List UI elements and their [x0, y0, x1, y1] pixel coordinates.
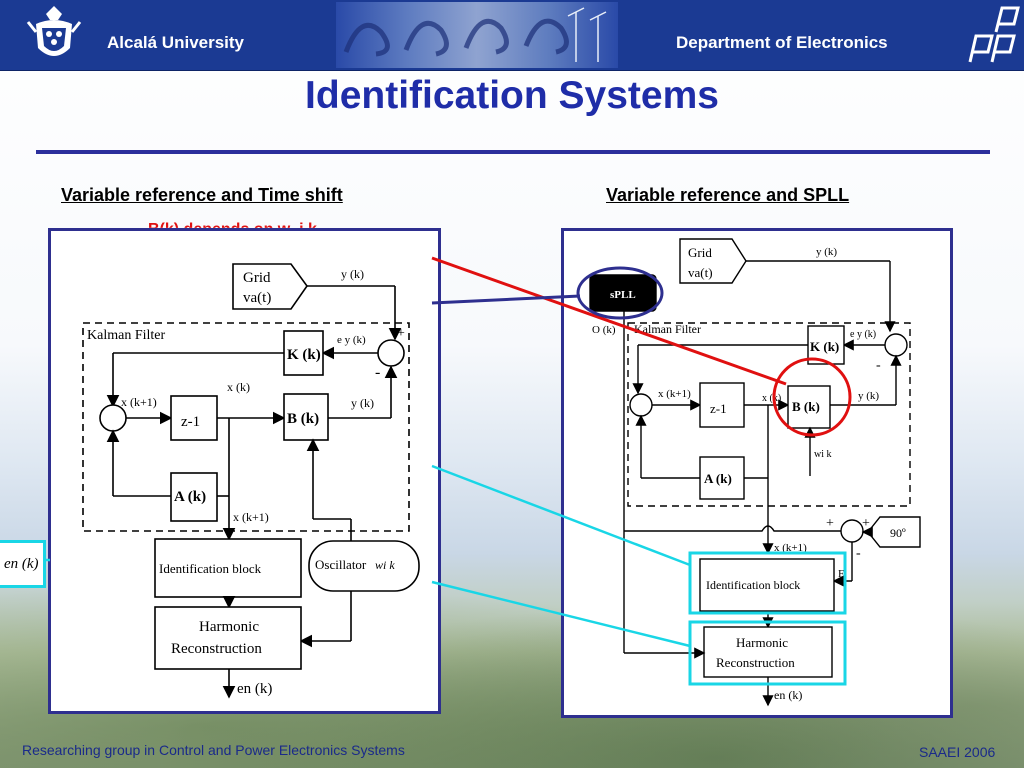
left-diagram-panel: Grid va(t) y (k) Kalman Filter e y (k) +…	[48, 228, 441, 714]
page-title: Identification Systems	[305, 74, 719, 117]
en-k-callout: en (k)	[0, 540, 46, 588]
department-logo-icon	[968, 6, 1020, 63]
wk-label-right: wi k	[814, 449, 832, 460]
xk1b-label-left: x (k+1)	[233, 510, 269, 524]
xk1-label-right: x (k+1)	[658, 388, 691, 400]
minus-angle: -	[856, 546, 861, 561]
grid-label-right: Grid	[688, 245, 712, 260]
xk-label-right: x (k)	[762, 393, 781, 404]
right-block-diagram: Grid va(t) y (k) sPLL O (k) Kalman Filte…	[589, 238, 921, 707]
zinv-block-right	[699, 382, 745, 428]
bk-label-right: B (k)	[792, 399, 820, 414]
ak-label-left: A (k)	[174, 489, 206, 505]
university-name: Alcalá University	[107, 33, 245, 52]
cyan-highlight-harmonic	[688, 620, 847, 686]
kk-label-left: K (k)	[287, 347, 321, 363]
plus-angle-2: +	[862, 516, 870, 531]
oscillator-block-left	[308, 540, 420, 592]
identification-block-right	[699, 558, 835, 612]
ak-label-right: A (k)	[704, 471, 732, 486]
harmonic-label-left: Harmonic	[199, 619, 259, 635]
xk-label-left: x (k)	[227, 380, 250, 394]
spll-label: sPLL	[610, 289, 636, 301]
cyan-connector-line-1	[431, 464, 691, 567]
grid-block-left	[232, 263, 308, 310]
eyk-label-left: e y (k)	[337, 334, 366, 346]
f-label: F	[838, 568, 844, 580]
b-block-right	[787, 385, 831, 429]
footer-group-name: Researching group in Control and Power E…	[22, 742, 405, 758]
red-connector-line	[431, 256, 787, 386]
hidden-red-note: B(k) depends on w_i k	[148, 221, 317, 228]
harmonic-label-right: Harmonic	[736, 635, 788, 650]
enk-label-right: en (k)	[774, 688, 802, 702]
header-banner-image	[336, 2, 618, 68]
eyk-label-right: e y (k)	[850, 329, 876, 340]
yk-label-right: y (k)	[858, 390, 879, 402]
va-label-left: va(t)	[243, 290, 271, 306]
minus-sign-left: -	[375, 364, 380, 381]
a-block-left	[170, 472, 218, 522]
spll-block	[589, 274, 657, 312]
right-diagram-panel: Grid va(t) y (k) sPLL O (k) Kalman Filte…	[561, 228, 953, 718]
zinv-block-left	[170, 395, 218, 441]
kk-label-right: K (k)	[810, 339, 839, 354]
title-divider	[36, 150, 990, 154]
identification-block-left	[154, 538, 302, 598]
zinv-label-right: z-1	[710, 401, 727, 416]
grid-label-left: Grid	[243, 270, 271, 286]
navy-connector-line	[431, 294, 581, 305]
ident-label-left: Identification block	[159, 561, 262, 576]
plus-sign-left: +	[397, 326, 405, 341]
ok-label: O (k)	[592, 324, 616, 336]
xk1b-label-right: x (k+1)	[774, 542, 807, 554]
plus-sign-right: +	[886, 318, 893, 332]
osc-label-left: Oscillator	[315, 557, 367, 572]
red-highlight-circle	[772, 357, 852, 437]
yk-top-label-right: y (k)	[816, 246, 837, 258]
b-block-left	[283, 393, 329, 441]
zinv-label-left: z-1	[181, 414, 200, 430]
plus-angle-1: +	[826, 516, 834, 531]
xk1-label-left: x (k+1)	[121, 395, 157, 409]
wk-label-left: wi k	[375, 558, 395, 572]
harmonic-block-left	[154, 606, 302, 670]
k-block-left	[283, 330, 324, 376]
kalman-label-left: Kalman Filter	[87, 328, 165, 343]
ident-label-right: Identification block	[706, 578, 800, 592]
cyan-connector-line-2	[431, 580, 691, 648]
yk-label-left: y (k)	[351, 396, 374, 410]
left-diagram-heading: Variable reference and Time shift	[61, 185, 343, 205]
reconstruction-label-left: Reconstruction	[171, 641, 262, 657]
reconstruction-label-right: Reconstruction	[716, 655, 795, 670]
enk-label-left: en (k)	[237, 681, 272, 697]
bk-label-left: B (k)	[287, 411, 319, 427]
cyan-highlight-ident	[688, 551, 847, 615]
minus-sign-right: -	[876, 358, 881, 373]
yk-top-label-left: y (k)	[341, 267, 364, 281]
header-bar: Alcalá University Department of Electron…	[0, 0, 1024, 71]
right-diagram-heading: Variable reference and SPLL	[606, 185, 850, 205]
department-name: Department of Electronics	[676, 33, 888, 52]
banner-swirls	[343, 7, 607, 62]
navy-highlight-ellipse	[576, 266, 664, 320]
kalman-label-right: Kalman Filter	[634, 322, 701, 336]
grid-block-right	[679, 238, 747, 284]
university-crest-icon	[26, 6, 82, 56]
harmonic-block-right	[703, 626, 833, 678]
deg90-label: 90º	[890, 526, 906, 540]
va-label-right: va(t)	[688, 265, 713, 280]
footer-conference: SAAEI 2006	[919, 744, 996, 760]
left-block-diagram: Grid va(t) y (k) Kalman Filter e y (k) +…	[82, 263, 420, 699]
